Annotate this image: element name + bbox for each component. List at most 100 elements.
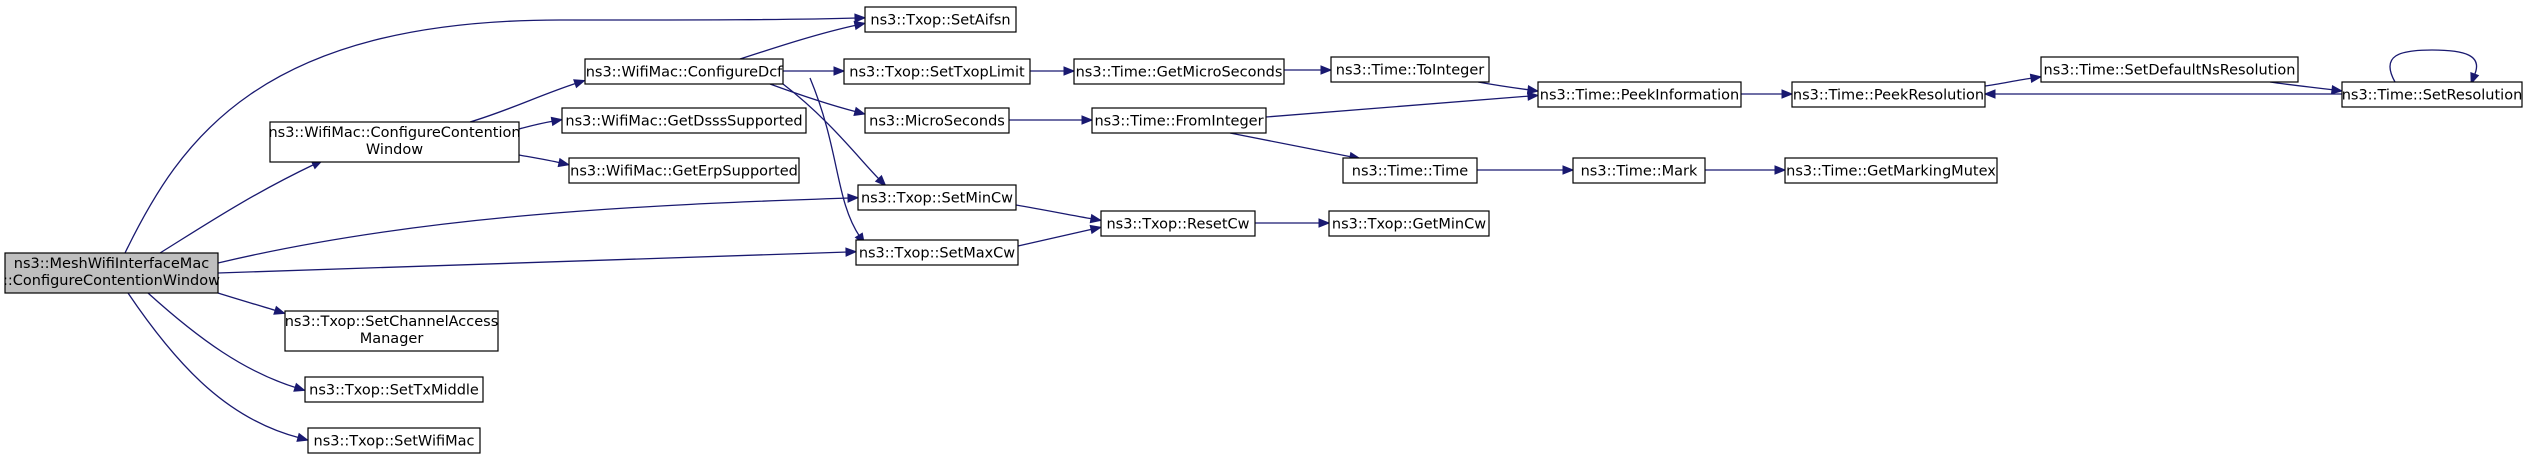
- edge-micro-seconds-to-from-integer: [1009, 115, 1094, 125]
- node-time-from-integer[interactable]: ns3::Time::FromInteger: [1091, 107, 1267, 134]
- node-time-set-default-ns-resolution[interactable]: ns3::Time::SetDefaultNsResolution: [2040, 56, 2299, 83]
- edge-set-max-cw-to-reset-cw: [1017, 224, 1103, 247]
- edge-root-to-set-channel-access-manager: [217, 292, 286, 315]
- edge-layer: [124, 13, 2480, 442]
- node-label: ns3::Time::GetMarkingMutex: [1786, 164, 1996, 180]
- edge-configure-contention-window-to-get-erp-supported: [518, 154, 571, 168]
- node-txop-set-wifi-mac[interactable]: ns3::Txop::SetWifiMac: [307, 427, 481, 454]
- node-wifi-mac-configure-contention-window[interactable]: ns3::WifiMac::ConfigureContention Window: [268, 121, 521, 163]
- edge-arrowhead: [1063, 66, 1076, 76]
- node-label: ns3::Time::PeekInformation: [1540, 88, 1739, 104]
- node-txop-set-channel-access-manager[interactable]: ns3::Txop::SetChannelAccess Manager: [284, 310, 499, 352]
- node-label: ns3::Time::PeekResolution: [1793, 88, 1984, 104]
- node-time-peek-information[interactable]: ns3::Time::PeekInformation: [1537, 81, 1742, 108]
- edge-root-to-set-min-cw: [217, 193, 860, 264]
- node-label: ns3::Txop::SetAifsn: [870, 13, 1010, 29]
- edge-root-to-configure-contention-window: [159, 159, 324, 254]
- edge-arrowhead: [1774, 165, 1787, 175]
- edge-arrowhead: [1320, 65, 1333, 75]
- edge-line: [124, 17, 858, 254]
- edge-configure-dcf-to-set-min-cw: [782, 83, 887, 187]
- edge-configure-dcf-to-set-txop-limit: [783, 66, 846, 76]
- node-time-peek-resolution[interactable]: ns3::Time::PeekResolution: [1791, 81, 1986, 108]
- node-label-line-2: Manager: [360, 331, 424, 347]
- edge-arrowhead: [273, 305, 286, 315]
- node-time-get-marking-mutex[interactable]: ns3::Time::GetMarkingMutex: [1784, 157, 1998, 184]
- node-label: ns3::Txop::SetMinCw: [861, 191, 1013, 207]
- node-txop-set-txop-limit[interactable]: ns3::Txop::SetTxopLimit: [843, 58, 1031, 85]
- node-txop-set-max-cw[interactable]: ns3::Txop::SetMaxCw: [855, 239, 1019, 266]
- edge-set-txop-limit-to-get-micro-seconds: [1030, 66, 1076, 76]
- edge-configure-contention-window-to-configure-dcf: [469, 79, 586, 123]
- edge-line: [739, 24, 858, 60]
- node-time-to-integer[interactable]: ns3::Time::ToInteger: [1330, 56, 1490, 83]
- edge-peek-information-to-peek-resolution: [1741, 89, 1794, 99]
- node-time-mark[interactable]: ns3::Time::Mark: [1572, 157, 1706, 184]
- node-label-line-2: ::ConfigureContentionWindow: [3, 273, 220, 289]
- edge-line: [1015, 204, 1094, 220]
- edge-root-to-set-max-cw: [217, 247, 858, 274]
- edge-arrowhead: [2330, 85, 2344, 95]
- node-wifi-mac-get-dsss-supported[interactable]: ns3::WifiMac::GetDsssSupported: [561, 107, 807, 134]
- node-micro-seconds[interactable]: ns3::MicroSeconds: [864, 107, 1010, 134]
- edge-line: [159, 163, 316, 254]
- edge-line: [469, 82, 578, 123]
- edge-line: [147, 292, 298, 389]
- node-label: ns3::Time::FromInteger: [1094, 114, 1263, 130]
- edge-arrowhead: [833, 66, 846, 76]
- edge-arrowhead: [557, 157, 571, 168]
- edge-arrowhead: [874, 174, 887, 187]
- edge-arrowhead: [1527, 91, 1540, 101]
- node-txop-set-min-cw[interactable]: ns3::Txop::SetMinCw: [857, 184, 1017, 211]
- edge-line: [1477, 81, 1531, 91]
- node-time-set-resolution[interactable]: ns3::Time::SetResolution: [2341, 81, 2523, 108]
- edge-mark-to-get-marking-mutex: [1705, 165, 1787, 175]
- edge-time-ctor-to-mark: [1477, 165, 1575, 175]
- edge-arrowhead: [296, 432, 310, 442]
- edge-from-integer-to-time-ctor: [1229, 132, 1362, 162]
- node-time-time[interactable]: ns3::Time::Time: [1342, 157, 1478, 184]
- edge-line: [782, 83, 881, 181]
- node-time-get-micro-seconds[interactable]: ns3::Time::GetMicroSeconds: [1073, 58, 1285, 85]
- edge-arrowhead: [1781, 89, 1794, 99]
- edge-line: [518, 154, 562, 164]
- node-label-line-1: ns3::Txop::SetChannelAccess: [285, 314, 499, 330]
- node-mesh-wifi-interface-mac-configure-contention-window[interactable]: ns3::MeshWifiInterfaceMac ::ConfigureCon…: [3, 252, 220, 294]
- edge-from-integer-to-peek-information: [1265, 91, 1540, 118]
- node-label: ns3::WifiMac::GetErpSupported: [570, 164, 798, 180]
- edge-arrowhead: [1562, 165, 1575, 175]
- node-txop-get-min-cw[interactable]: ns3::Txop::GetMinCw: [1328, 210, 1490, 237]
- edge-get-micro-seconds-to-to-integer: [1284, 65, 1333, 75]
- node-txop-set-tx-middle[interactable]: ns3::Txop::SetTxMiddle: [304, 376, 484, 403]
- edge-set-min-cw-to-reset-cw: [1015, 204, 1103, 224]
- node-txop-set-aifsn[interactable]: ns3::Txop::SetAifsn: [864, 6, 1017, 33]
- edge-arrowhead: [853, 106, 866, 116]
- edge-arrowhead: [293, 382, 306, 392]
- edge-root-to-set-aifsn: [124, 13, 867, 254]
- node-label: ns3::Time::Mark: [1581, 164, 1698, 180]
- edge-line: [809, 77, 861, 238]
- edge-set-resolution-to-set-resolution: [2389, 49, 2480, 85]
- node-label: ns3::Txop::ResetCw: [1106, 217, 1249, 233]
- edge-to-integer-to-peek-information: [1477, 81, 1540, 95]
- node-label: ns3::WifiMac::GetDsssSupported: [565, 114, 802, 130]
- edge-configure-dcf-to-set-aifsn: [739, 20, 867, 60]
- edge-configure-contention-window-to-get-dsss-supported: [518, 116, 564, 130]
- node-wifi-mac-configure-dcf[interactable]: ns3::WifiMac::ConfigureDcf: [584, 58, 784, 85]
- node-label: ns3::MicroSeconds: [869, 114, 1005, 130]
- node-label: ns3::Time::Time: [1352, 164, 1469, 180]
- node-label-line-1: ns3::WifiMac::ConfigureContention: [268, 125, 520, 141]
- edge-arrowhead: [2470, 71, 2480, 85]
- node-txop-reset-cw[interactable]: ns3::Txop::ResetCw: [1100, 210, 1256, 237]
- node-label: ns3::Txop::SetWifiMac: [314, 434, 475, 450]
- node-wifi-mac-get-erp-supported[interactable]: ns3::WifiMac::GetErpSupported: [568, 157, 800, 184]
- edge-line: [518, 120, 555, 130]
- edge-arrowhead: [573, 79, 586, 89]
- edge-configure-dcf-to-set-max-cw: [809, 77, 866, 245]
- edge-line: [1265, 95, 1531, 118]
- node-label: ns3::Time::SetDefaultNsResolution: [2044, 63, 2296, 79]
- node-label-line-2: Window: [366, 142, 423, 158]
- edge-line: [1017, 228, 1094, 247]
- edge-reset-cw-to-get-min-cw: [1254, 218, 1331, 228]
